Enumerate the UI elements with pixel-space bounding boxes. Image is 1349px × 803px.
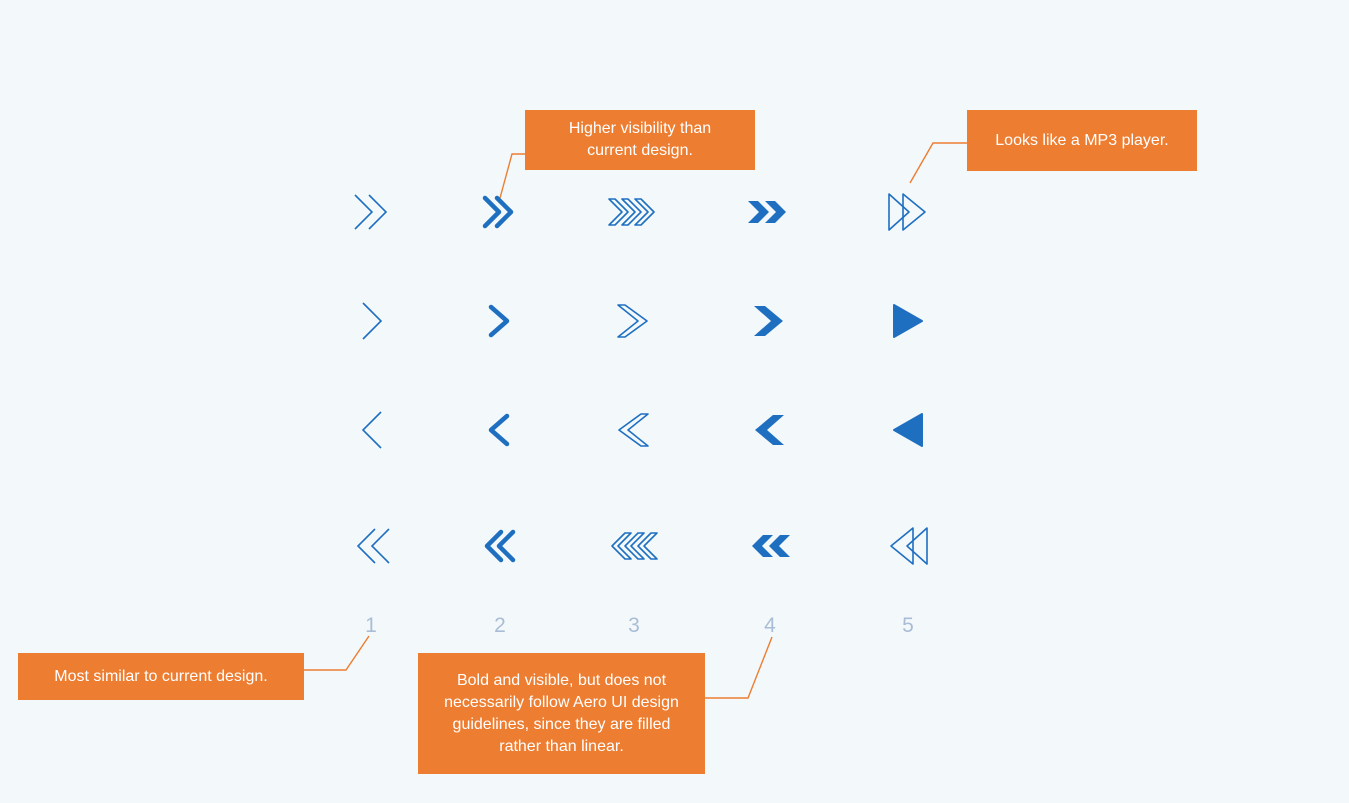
right-arrow-icon	[488, 304, 510, 338]
right-arrow-icon	[754, 306, 783, 336]
note-column-2: Higher visibility than current design.	[525, 110, 755, 170]
column-number-2: 2	[494, 614, 506, 637]
right-arrow-icon	[362, 302, 383, 340]
double-left-arrow-icon	[752, 535, 790, 557]
double-left-arrow-icon	[611, 532, 658, 560]
note-column-1: Most similar to current design.	[18, 653, 304, 700]
left-arrow-icon	[755, 415, 784, 445]
leader-line-col1	[304, 635, 370, 671]
double-right-arrow-icon	[748, 201, 786, 223]
note-column-5: Looks like a MP3 player.	[967, 110, 1197, 171]
left-arrow-icon	[488, 413, 510, 447]
double-right-arrow-icon	[888, 193, 926, 231]
leader-line-col2	[499, 153, 525, 199]
right-arrow-icon	[617, 304, 648, 338]
column-number-1: 1	[365, 614, 377, 637]
column-number-5: 5	[902, 614, 914, 637]
double-right-arrow-icon	[608, 198, 655, 226]
double-left-arrow-icon	[356, 528, 390, 564]
leader-line-col4	[705, 636, 773, 699]
double-left-arrow-icon	[484, 529, 516, 563]
column-number-4: 4	[764, 614, 776, 637]
leader-line-col5	[909, 142, 967, 184]
left-arrow-icon	[893, 413, 923, 447]
note-column-4: Bold and visible, but does not necessari…	[418, 653, 705, 774]
double-right-arrow-icon	[482, 195, 514, 229]
left-arrow-icon	[618, 413, 649, 447]
right-arrow-icon	[893, 304, 923, 338]
double-left-arrow-icon	[890, 527, 928, 565]
double-right-arrow-icon	[354, 194, 388, 230]
column-number-3: 3	[628, 614, 640, 637]
left-arrow-icon	[361, 411, 382, 449]
